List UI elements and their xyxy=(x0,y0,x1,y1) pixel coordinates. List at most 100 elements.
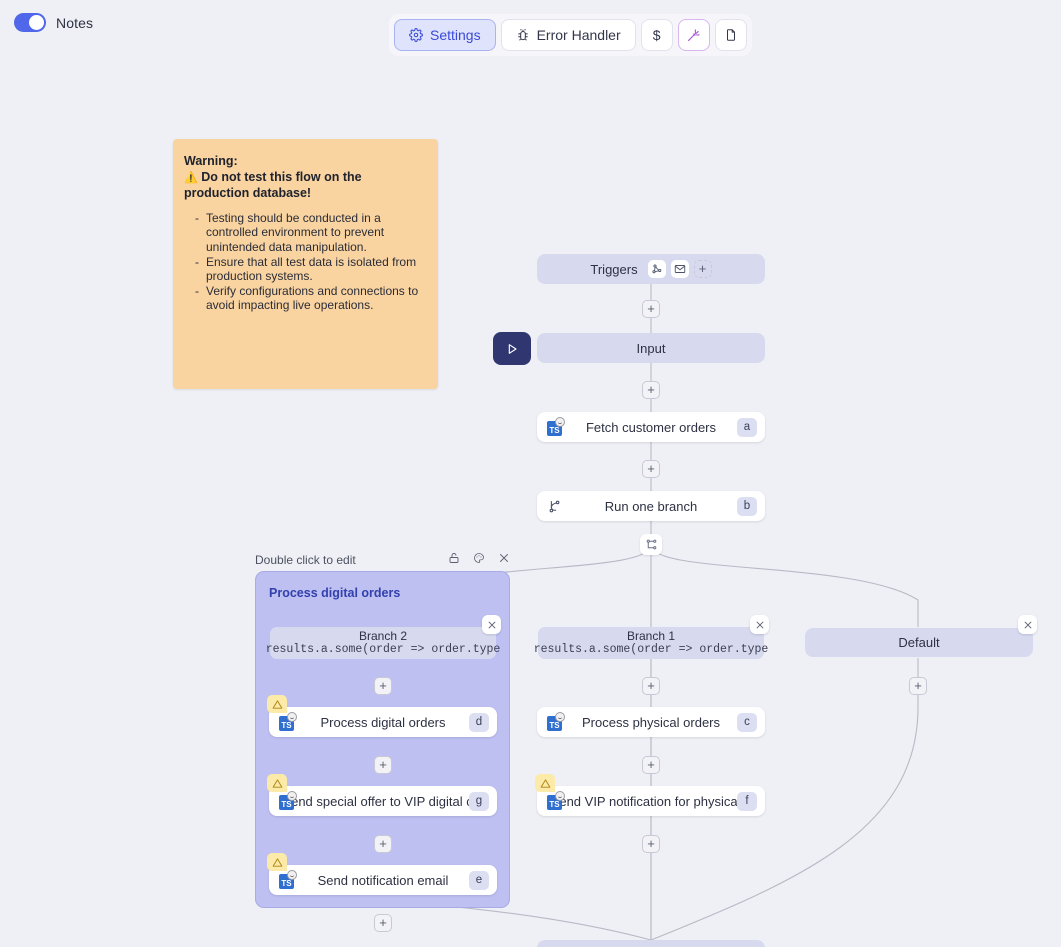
node-badge: e xyxy=(469,870,489,890)
branch-split-icon[interactable] xyxy=(640,534,662,555)
note-warning-emoji: ⚠️ xyxy=(184,171,198,184)
add-node-handle[interactable]: + xyxy=(642,835,660,853)
note-title-line1: Warning: xyxy=(184,154,238,168)
note-bullet: Ensure that all test data is isolated fr… xyxy=(184,255,422,284)
node-warning-badge[interactable] xyxy=(267,774,287,792)
close-icon xyxy=(1024,621,1031,628)
node-label: Run one branch xyxy=(604,498,698,514)
node-warning-badge[interactable] xyxy=(267,695,287,713)
note-bullet-list: Testing should be conducted in a control… xyxy=(184,211,422,313)
magic-button[interactable] xyxy=(677,19,710,51)
gear-icon xyxy=(409,28,423,42)
node-process-physical-orders[interactable]: TS Process physical orders c xyxy=(537,707,765,737)
group-container[interactable] xyxy=(255,571,510,908)
node-send-notification-email[interactable]: TS Send notification email e xyxy=(269,865,497,895)
file-icon xyxy=(724,28,738,42)
note-bullet: Verify configurations and connections to… xyxy=(184,284,422,313)
group-header: Double click to edit xyxy=(255,552,510,568)
warning-triangle-icon xyxy=(272,857,282,867)
add-node-handle[interactable]: + xyxy=(642,460,660,478)
add-node-handle[interactable]: + xyxy=(642,381,660,399)
bug-icon xyxy=(516,28,530,42)
add-trigger-button[interactable]: + xyxy=(693,260,712,278)
node-label: Send VIP notification for physical... xyxy=(550,793,752,809)
branch-expression: results.a.some(order => order.type xyxy=(265,642,501,656)
warning-triangle-icon xyxy=(272,778,282,788)
node-badge: d xyxy=(469,712,489,732)
error-handler-button[interactable]: Error Handler xyxy=(500,19,636,51)
typescript-icon: TS xyxy=(279,869,297,889)
node-badge: c xyxy=(737,712,757,732)
play-icon xyxy=(508,343,517,354)
typescript-icon: TS xyxy=(279,790,297,810)
branch-name: Branch 2 xyxy=(358,628,408,643)
branch-name: Default xyxy=(898,635,940,650)
toolbar-button-group: Settings Error Handler $ xyxy=(389,14,752,56)
branch-header-1[interactable]: Branch 1 results.a.some(order => order.t… xyxy=(534,627,768,659)
node-badge: b xyxy=(737,496,757,516)
group-title: Process digital orders xyxy=(269,586,401,600)
node-badge: f xyxy=(737,791,757,811)
triggers-node[interactable]: Triggers + xyxy=(537,254,765,284)
settings-button[interactable]: Settings xyxy=(394,19,496,51)
input-node[interactable]: Input xyxy=(537,333,765,363)
toggle-knob xyxy=(29,15,44,30)
webhook-icon[interactable] xyxy=(647,260,666,278)
note-title-line2: Do not test this flow on the production … xyxy=(184,169,362,201)
node-send-vip-notification-physical[interactable]: TS Send VIP notification for physical...… xyxy=(537,786,765,816)
magic-wand-icon xyxy=(686,28,701,43)
top-toolbar: Notes Settings Err xyxy=(0,0,1061,62)
add-node-handle[interactable]: + xyxy=(374,677,392,695)
node-warning-badge[interactable] xyxy=(535,774,555,792)
cost-button[interactable]: $ xyxy=(640,19,673,51)
node-fetch-customer-orders[interactable]: TS Fetch customer orders a xyxy=(537,412,765,442)
branch-close-button[interactable] xyxy=(750,615,769,634)
add-node-handle[interactable]: + xyxy=(642,677,660,695)
node-run-one-branch[interactable]: Run one branch b xyxy=(537,491,765,521)
add-node-handle[interactable]: + xyxy=(909,677,927,695)
branch-icon xyxy=(547,499,562,514)
node-label: Send special offer to VIP digital c... xyxy=(282,793,484,809)
add-node-handle[interactable]: + xyxy=(642,756,660,774)
branch-close-button[interactable] xyxy=(482,615,501,634)
group-edit-hint: Double click to edit xyxy=(255,553,356,567)
branch-header-default[interactable]: Default xyxy=(805,628,1033,657)
input-label: Input xyxy=(636,340,666,356)
lock-icon[interactable] xyxy=(448,551,460,569)
warning-triangle-icon xyxy=(272,699,282,709)
node-label: Fetch customer orders xyxy=(585,419,717,435)
close-icon[interactable] xyxy=(498,551,510,569)
document-button[interactable] xyxy=(714,19,747,51)
add-node-handle[interactable]: + xyxy=(374,835,392,853)
typescript-icon: TS xyxy=(547,416,565,436)
typescript-icon: TS xyxy=(547,711,565,731)
merge-node-partial[interactable] xyxy=(537,940,765,947)
palette-icon[interactable] xyxy=(473,551,485,569)
run-flow-button[interactable] xyxy=(493,332,531,365)
add-node-handle[interactable]: + xyxy=(642,300,660,318)
typescript-icon: TS xyxy=(547,790,565,810)
branch-close-button[interactable] xyxy=(1018,615,1037,634)
note-title: Warning: ⚠️ Do not test this flow on the… xyxy=(184,154,422,202)
typescript-icon: TS xyxy=(279,711,297,731)
node-badge: g xyxy=(469,791,489,811)
add-node-handle[interactable]: + xyxy=(374,914,392,932)
settings-label: Settings xyxy=(430,27,481,43)
branch-expression: results.a.some(order => order.type xyxy=(533,642,769,656)
node-badge: a xyxy=(737,417,757,437)
notes-toggle-group[interactable]: Notes xyxy=(14,13,93,32)
node-send-special-offer-vip[interactable]: TS Send special offer to VIP digital c..… xyxy=(269,786,497,816)
node-label: Process digital orders xyxy=(320,714,446,730)
node-process-digital-orders[interactable]: TS Process digital orders d xyxy=(269,707,497,737)
notes-toggle[interactable] xyxy=(14,13,46,32)
warning-note[interactable]: Warning: ⚠️ Do not test this flow on the… xyxy=(173,139,438,389)
email-icon[interactable] xyxy=(670,260,689,278)
add-node-handle[interactable]: + xyxy=(374,756,392,774)
notes-label: Notes xyxy=(56,14,94,31)
node-warning-badge[interactable] xyxy=(267,853,287,871)
branch-header-2[interactable]: Branch 2 results.a.some(order => order.t… xyxy=(266,627,500,659)
error-handler-label: Error Handler xyxy=(536,27,621,43)
note-bullet: Testing should be conducted in a control… xyxy=(184,211,422,255)
